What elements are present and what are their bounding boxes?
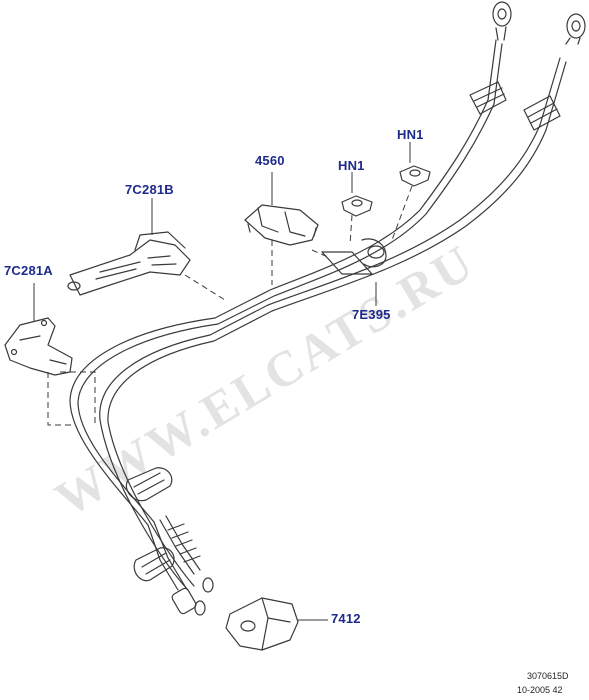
clip-4560 bbox=[244, 204, 319, 246]
nut-hn1-right bbox=[399, 165, 431, 187]
label-7412: 7412 bbox=[331, 611, 361, 626]
bracket-7c281a bbox=[4, 317, 73, 376]
shift-cable-2 bbox=[99, 13, 586, 593]
assembly-line-nut-right bbox=[391, 185, 413, 241]
label-7c281b: 7C281B bbox=[125, 182, 174, 197]
nut-hn1-left bbox=[341, 195, 373, 217]
assembly-line-bracket-a bbox=[47, 371, 96, 426]
label-7c281a: 7C281A bbox=[4, 263, 53, 278]
label-7e395: 7E395 bbox=[352, 307, 391, 322]
reference-code: 3070615D bbox=[527, 671, 569, 681]
bracket-7c281b bbox=[67, 231, 191, 296]
reference-date: 10-2005 42 bbox=[517, 685, 563, 695]
shift-cable-1 bbox=[69, 1, 512, 616]
label-hn1-left: HN1 bbox=[338, 158, 365, 173]
part-7412 bbox=[225, 597, 299, 651]
bracket-plate-7e395 bbox=[321, 238, 387, 275]
assembly-line-nut-left bbox=[349, 214, 353, 246]
assembly-line-bracket-b bbox=[184, 274, 226, 301]
label-4560: 4560 bbox=[255, 153, 285, 168]
label-hn1-right: HN1 bbox=[397, 127, 424, 142]
assembly-line-plate bbox=[311, 249, 331, 259]
